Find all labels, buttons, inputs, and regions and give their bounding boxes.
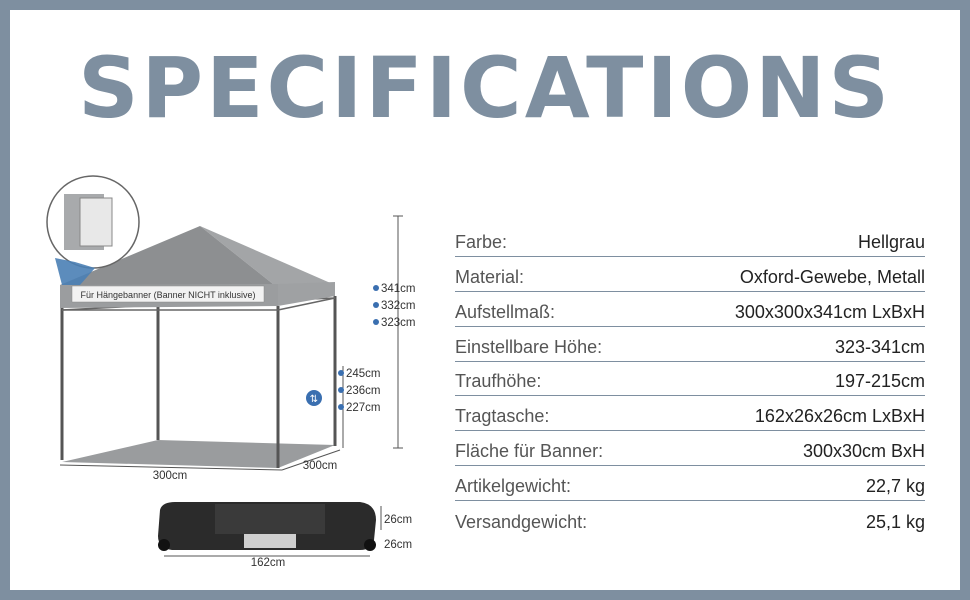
bag-height-label: 26cm [384,514,412,526]
width-dimension-line [59,464,283,471]
ground-shadow [62,440,335,468]
spec-row: Versandgewicht: 25,1 kg [455,501,925,536]
height-label-3: 323cm [381,317,416,329]
spec-row: Einstellbare Höhe: 323-341cm [455,327,925,362]
spec-label: Aufstellmaß: [455,301,556,322]
depth-dimension-line [281,449,341,471]
spec-value: 323-341cm [834,336,925,357]
total-height-labels: 341cm 332cm 323cm [373,283,416,329]
spec-row: Material: Oxford-Gewebe, Metall [455,257,925,292]
width-label: 300cm [153,470,188,482]
spec-value: 162x26x26cm LxBxH [754,406,925,427]
eave-height-labels: 245cm 236cm 227cm [338,368,381,414]
bag-depth-label: 26cm [384,539,412,551]
svg-text:⇅: ⇅ [310,394,318,405]
spec-value: 197-215cm [834,371,925,392]
spec-label: Versandgewicht: [455,512,588,533]
detail-banner-hook [79,197,113,247]
bag-length-label: 162cm [251,557,286,569]
height-label-2: 332cm [381,300,416,312]
spec-value: 22,7 kg [865,476,925,497]
spec-label: Artikelgewicht: [455,476,572,497]
spec-label: Traufhöhe: [455,371,542,392]
eave-label-1: 245cm [346,368,381,380]
spec-value: 300x30cm BxH [802,441,925,462]
eave-label-2: 236cm [346,385,381,397]
spec-value: 25,1 kg [865,512,925,533]
height-label-1: 341cm [381,283,416,295]
page-title: SPECIFICATIONS [78,39,892,137]
detail-callout [55,258,95,285]
spec-row: Aufstellmaß: 300x300x341cm LxBxH [455,292,925,327]
spec-label: Einstellbare Höhe: [455,336,603,357]
depth-label: 300cm [303,460,338,472]
spec-row: Farbe: Hellgrau [455,222,925,257]
spec-label: Tragtasche: [455,406,550,427]
eave-label-3: 227cm [346,402,381,414]
bag-label-window [244,534,296,548]
spec-value: Hellgrau [857,231,925,252]
spec-row: Tragtasche: 162x26x26cm LxBxH [455,396,925,432]
canopy-roof-right [200,226,335,288]
spec-value: Oxford-Gewebe, Metall [739,266,925,287]
canopy-roof-front [60,226,278,288]
spec-row: Fläche für Banner: 300x30cm BxH [455,431,925,467]
carry-bag [158,502,376,551]
banner-text: Für Hängebanner (Banner NICHT inklusive) [81,290,256,300]
height-adjust-icon [306,390,322,406]
canopy-valance-side [278,282,335,306]
spec-label: Material: [455,266,525,287]
spec-label: Fläche für Banner: [455,441,604,462]
banner-area [71,285,265,303]
spec-value: 300x300x341cm LxBxH [734,301,925,322]
tent-legs [60,296,337,468]
spec-row: Traufhöhe: 197-215cm [455,362,925,397]
spec-label: Farbe: [455,231,508,252]
spec-row: Artikelgewicht: 22,7 kg [455,466,925,502]
